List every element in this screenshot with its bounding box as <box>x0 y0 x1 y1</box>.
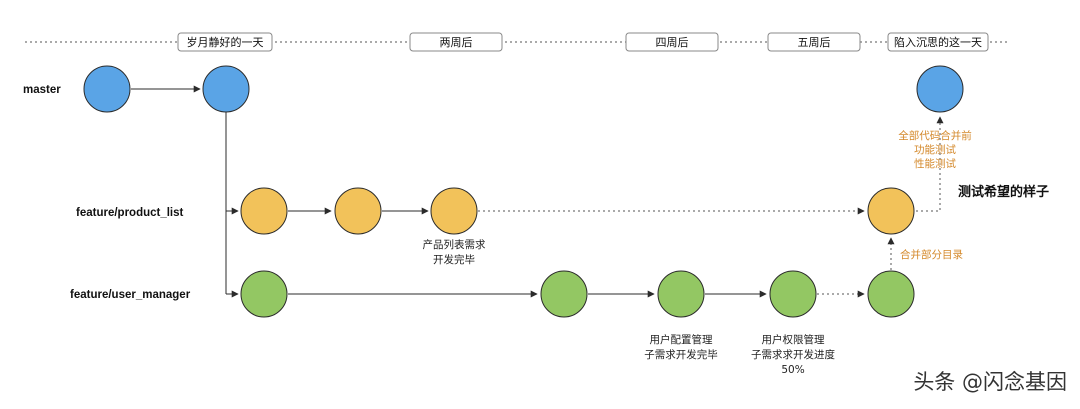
commit-node-user <box>540 270 588 318</box>
note-user-perm-3: 50% <box>781 364 804 376</box>
branch-label-master: master <box>23 84 61 96</box>
commit-node-product <box>334 187 382 235</box>
commit-node-master <box>202 65 250 113</box>
milestone-label: 五周后 <box>798 36 831 49</box>
milestone-4: 五周后 <box>767 32 861 52</box>
commit-node-product <box>867 187 915 235</box>
commit-node-product <box>430 187 478 235</box>
note-pre-merge-2: 功能测试 <box>914 143 956 156</box>
note-user-config-2: 子需求开发完毕 <box>644 348 718 361</box>
milestone-label: 陷入沉思的这一天 <box>894 35 982 49</box>
note-merge-partial: 合并部分目录 <box>900 248 963 261</box>
note-hope: 测试希望的样子 <box>958 184 1049 200</box>
branch-label-product-list: feature/product_list <box>76 207 184 219</box>
note-product-done-2: 开发完毕 <box>433 253 475 266</box>
note-product-done-1: 产品列表需求 <box>423 238 486 251</box>
milestone-label: 岁月静好的一天 <box>187 35 264 49</box>
commit-node-user <box>867 270 915 318</box>
milestone-label: 四周后 <box>656 36 689 49</box>
branch-label-user-manager: feature/user_manager <box>70 289 191 301</box>
note-user-perm-1: 用户权限管理 <box>762 333 825 346</box>
note-pre-merge-3: 性能测试 <box>914 157 956 170</box>
commit-node-master <box>916 65 964 113</box>
commit-node-user <box>769 270 817 318</box>
edge-dashed <box>916 116 944 212</box>
commit-node-user <box>240 270 288 318</box>
milestone-2: 两周后 <box>409 32 503 52</box>
note-user-perm-2: 子需求求开发进度 <box>751 348 835 361</box>
milestone-5: 陷入沉思的这一天 <box>887 32 989 52</box>
note-pre-merge-1: 全部代码合并前 <box>898 129 972 142</box>
commit-node-product <box>240 187 288 235</box>
milestone-1: 岁月静好的一天 <box>177 32 273 52</box>
milestone-3: 四周后 <box>625 32 719 52</box>
note-user-config-1: 用户配置管理 <box>650 333 713 346</box>
commit-node-user <box>657 270 705 318</box>
milestone-label: 两周后 <box>440 36 473 49</box>
commit-node-master <box>83 65 131 113</box>
watermark: 头条 @闪念基因 <box>913 370 1067 394</box>
